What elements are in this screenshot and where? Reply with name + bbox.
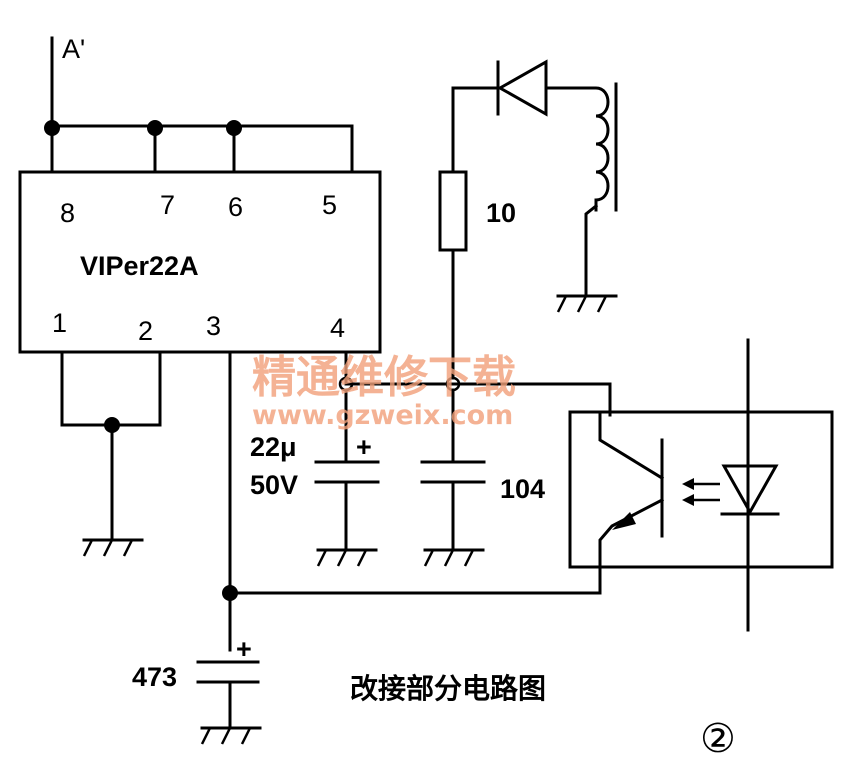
transformer-winding [578,82,618,298]
wire-resistor-top [451,86,500,174]
capacitor-473-label: 473 [132,662,177,692]
junction-dot [147,120,163,136]
diagram-caption: 改接部分电路图 [350,672,546,705]
diode [496,59,582,117]
watermark-url: www.gzweix.com [252,400,513,431]
light-arrows-icon [682,478,720,506]
phototransistor-collector [598,410,665,481]
ic-pin-5: 5 [322,190,337,220]
led-triangle [721,464,779,516]
capacitor-22u-voltage: 50V [250,470,298,500]
ground-symbol [82,538,144,557]
ic-pin-6: 6 [228,192,243,222]
ic-name: VIPer22A [80,251,199,281]
ic-body [18,170,382,354]
wire-pin4 [344,350,612,417]
polarity-plus-icon: + [356,432,372,462]
junction-dot [44,120,60,136]
ic-pin-8: 8 [60,198,75,228]
resistor-label: 10 [486,198,516,228]
figure-number: ② [700,716,736,762]
wire-pins-1-2 [60,350,162,427]
emitter-arrow-icon [612,512,636,530]
junction-dot [104,417,120,433]
ic-pin-7: 7 [160,190,175,220]
ic-pin-2: 2 [138,316,153,346]
junction-dot [226,120,242,136]
ground-symbol [556,294,618,313]
phototransistor-emitter [598,497,665,595]
capacitor-104-label: 104 [500,474,545,504]
polarity-plus-icon: + [236,634,252,664]
ground-symbol [200,726,262,745]
watermark-cn: 精通维修下载 [252,352,516,403]
ic-pin-3: 3 [206,311,221,341]
node-label-a: A' [62,34,85,64]
ic-pin-4: 4 [330,313,345,343]
ic-pin-1: 1 [52,308,67,338]
capacitor-22u-value: 22μ [250,432,297,462]
resistor-10 [438,170,468,252]
wire-opto-emitter [228,558,602,595]
ground-symbol [423,548,485,567]
optocoupler-body [568,410,834,569]
ground-symbol [316,548,378,567]
